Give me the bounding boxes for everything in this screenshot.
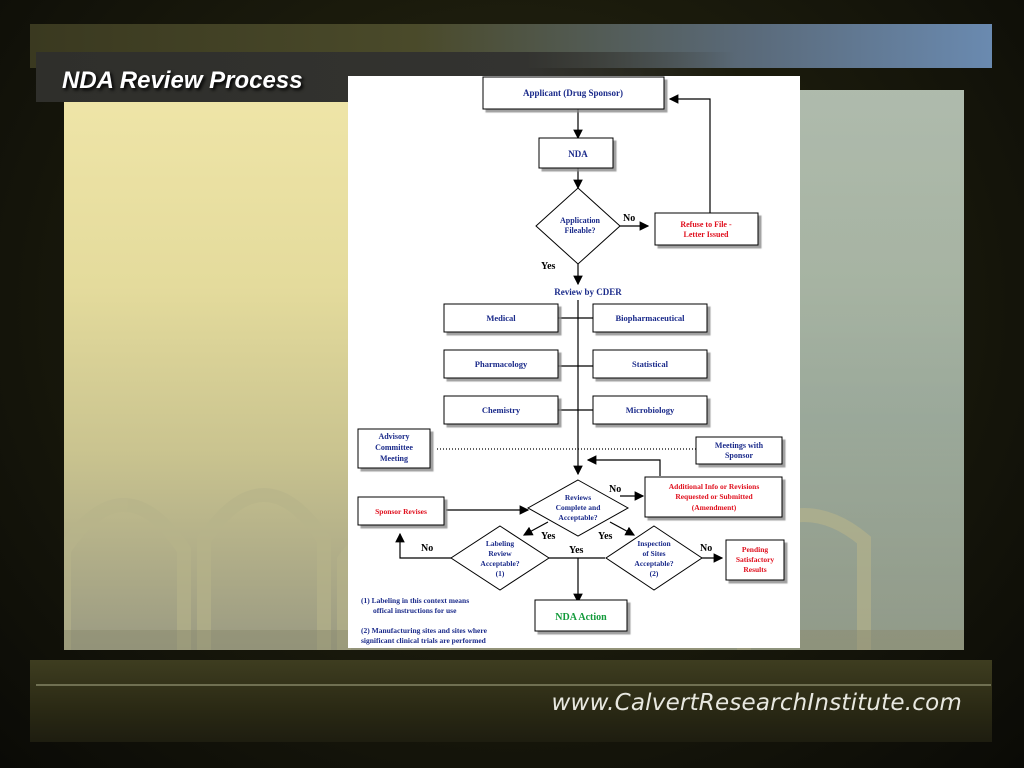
reviews-yes-left-label: Yes bbox=[541, 531, 556, 542]
discipline-microbiology: Microbiology bbox=[592, 395, 708, 425]
labeling-line-3: Acceptable? bbox=[480, 559, 519, 568]
labeling-decision: Labeling Review Acceptable? (1) bbox=[450, 525, 550, 591]
nda-action-box: NDA Action bbox=[534, 599, 628, 632]
discipline-biopharmaceutical: Biopharmaceutical bbox=[592, 303, 708, 333]
discipline-medical: Medical bbox=[443, 303, 559, 333]
sponsor-revises-label: Sponsor Revises bbox=[375, 507, 427, 516]
pending-results-box: Pending Satisfactory Results bbox=[725, 539, 785, 581]
nda-box: NDA bbox=[538, 137, 614, 169]
inspection-decision: Inspection of Sites Acceptable? (2) bbox=[605, 525, 703, 591]
labeling-no-label: No bbox=[421, 543, 433, 554]
discipline-statistical: Statistical bbox=[592, 349, 708, 379]
fileable-line-2: Fileable? bbox=[564, 226, 595, 235]
fileable-decision: Application Fileable? bbox=[535, 187, 621, 265]
applicant-label: Applicant (Drug Sponsor) bbox=[523, 88, 623, 98]
reviews-line-1: Reviews bbox=[565, 493, 591, 502]
inspection-line-1: Inspection bbox=[637, 539, 671, 548]
refuse-line-2: Letter Issued bbox=[684, 230, 730, 239]
medical-label: Medical bbox=[486, 313, 516, 323]
pending-line-3: Results bbox=[743, 565, 766, 574]
pharmacology-label: Pharmacology bbox=[475, 359, 528, 369]
reviews-no-label: No bbox=[609, 484, 621, 495]
labeling-line-4: (1) bbox=[496, 569, 505, 578]
inspection-line-2: of Sites bbox=[642, 549, 665, 558]
pending-line-1: Pending bbox=[742, 545, 769, 554]
applicant-box: Applicant (Drug Sponsor) bbox=[482, 76, 665, 110]
fileable-line-1: Application bbox=[560, 216, 601, 225]
bottom-band bbox=[30, 660, 992, 742]
note-1-line-1: (1) Labeling in this context means bbox=[361, 596, 469, 605]
sponsor-revises-box: Sponsor Revises bbox=[357, 496, 445, 526]
chemistry-label: Chemistry bbox=[482, 405, 521, 415]
advisory-line-2: Committee bbox=[375, 443, 413, 452]
inspection-no-label: No bbox=[700, 543, 712, 554]
biopharmaceutical-label: Biopharmaceutical bbox=[616, 313, 686, 323]
statistical-label: Statistical bbox=[632, 359, 669, 369]
nda-label: NDA bbox=[568, 149, 588, 159]
advisory-line-3: Meeting bbox=[380, 454, 408, 463]
note-2-line-1: (2) Manufacturing sites and sites where bbox=[361, 626, 488, 635]
additional-info-box: Additional Info or Revisions Requested o… bbox=[644, 476, 783, 518]
labeling-line-2: Review bbox=[488, 549, 512, 558]
connectors bbox=[395, 94, 724, 604]
pending-line-2: Satisfactory bbox=[736, 555, 775, 564]
meetings-line-1: Meetings with bbox=[715, 441, 764, 450]
discipline-pharmacology: Pharmacology bbox=[443, 349, 559, 379]
reviews-line-2: Complete and bbox=[556, 503, 602, 512]
center-yes-label: Yes bbox=[569, 545, 584, 556]
advisory-committee-box: Advisory Committee Meeting bbox=[357, 428, 431, 469]
advisory-line-1: Advisory bbox=[378, 432, 409, 441]
inspection-line-3: Acceptable? bbox=[634, 559, 673, 568]
refuse-line-1: Refuse to File - bbox=[680, 220, 732, 229]
fileable-yes-label: Yes bbox=[541, 261, 556, 272]
additional-line-2: Requested or Submitted bbox=[675, 492, 753, 501]
review-by-cder-label: Review by CDER bbox=[554, 287, 622, 297]
reviews-yes-right-label: Yes bbox=[598, 531, 613, 542]
inspection-line-4: (2) bbox=[650, 569, 659, 578]
refuse-to-file-box: Refuse to File - Letter Issued bbox=[654, 212, 759, 246]
slide-title: NDA Review Process bbox=[62, 67, 303, 94]
flowchart-diagram: Applicant (Drug Sponsor) NDA Application… bbox=[357, 76, 785, 645]
website-url: www.CalvertResearchInstitute.com bbox=[551, 690, 962, 716]
discipline-chemistry: Chemistry bbox=[443, 395, 559, 425]
decorative-line bbox=[36, 684, 991, 686]
meetings-line-2: Sponsor bbox=[725, 451, 753, 460]
microbiology-label: Microbiology bbox=[626, 405, 675, 415]
flowchart-panel: Applicant (Drug Sponsor) NDA Application… bbox=[348, 76, 800, 648]
additional-line-1: Additional Info or Revisions bbox=[669, 482, 760, 491]
note-1-line-2: offical instructions for use bbox=[373, 606, 457, 615]
reviews-decision: Reviews Complete and Acceptable? bbox=[526, 479, 630, 537]
fileable-no-label: No bbox=[623, 213, 635, 224]
reviews-line-3: Acceptable? bbox=[558, 513, 597, 522]
labeling-line-1: Labeling bbox=[486, 539, 515, 548]
nda-action-label: NDA Action bbox=[555, 612, 607, 623]
additional-line-3: (Amendment) bbox=[692, 503, 737, 512]
meetings-with-sponsor-box: Meetings with Sponsor bbox=[695, 436, 783, 465]
note-2-line-2: significant clinical trials are performe… bbox=[361, 636, 487, 645]
